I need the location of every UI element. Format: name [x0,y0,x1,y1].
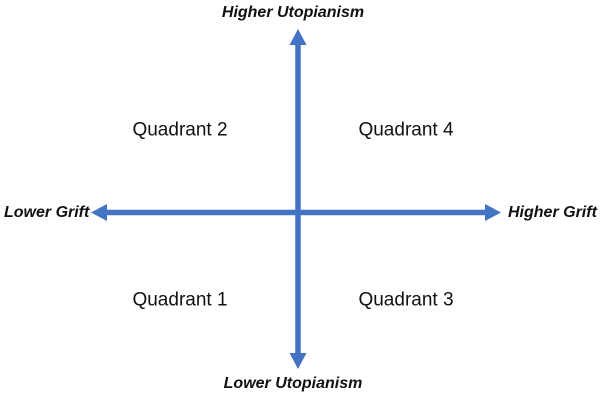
quadrant-label-top-left: Quadrant 2 [132,119,228,141]
arrowhead-down-icon [289,353,307,369]
axis-label-top: Higher Utopianism [221,4,365,21]
quadrant-label-bottom-left: Quadrant 1 [132,289,228,311]
axis-label-right: Higher Grift [508,204,597,221]
arrowhead-up-icon [289,29,307,45]
axis-label-left: Lower Grift [4,204,90,221]
quadrant-label-top-right: Quadrant 4 [358,119,454,141]
arrowhead-right-icon [485,204,501,221]
axis-label-bottom: Lower Utopianism [223,375,363,392]
arrowhead-left-icon [91,204,107,221]
quadrant-label-bottom-right: Quadrant 3 [358,289,454,311]
